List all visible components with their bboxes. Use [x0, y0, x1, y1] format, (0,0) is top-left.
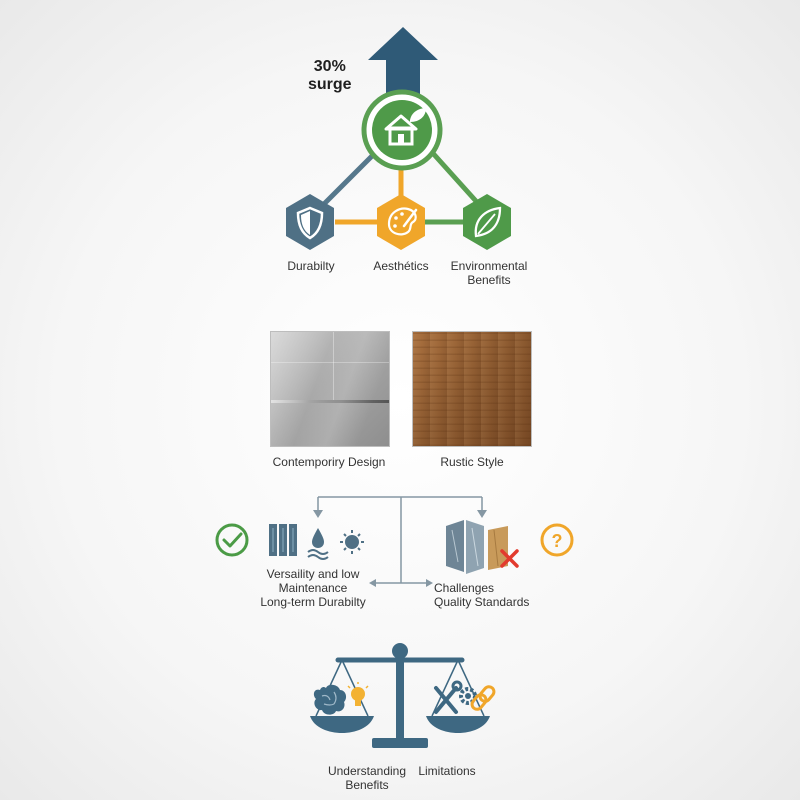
- surge-callout: 30% surge: [308, 58, 352, 94]
- palette-icon: [377, 194, 425, 250]
- rustic-style-swatch: [412, 331, 532, 447]
- chain-link-icon: [470, 685, 496, 711]
- contemporary-design-swatch: [270, 331, 390, 447]
- environmental-benefits-label: Environmental Benefits: [450, 259, 528, 287]
- shield-icon: [286, 194, 334, 250]
- svg-text:?: ?: [552, 531, 563, 551]
- panels-icon: [269, 524, 297, 556]
- limitations-label: Limitations: [418, 764, 476, 778]
- home-leaf-icon: [361, 89, 443, 171]
- comparison-connectors: [317, 496, 483, 584]
- arrow-down-left: [313, 510, 323, 518]
- understanding-benefits-label: Understanding Benefits: [327, 764, 407, 792]
- gear-icon: [459, 687, 477, 705]
- durability-label: Durabilty: [287, 259, 335, 273]
- sun-icon: [340, 530, 364, 554]
- contemporary-design-label: Contemporiry Design: [272, 455, 386, 469]
- challenges-label: Challenges Quality Standards: [434, 581, 530, 609]
- arrow-right: [426, 579, 433, 587]
- lightbulb-icon: [347, 682, 369, 706]
- damaged-panels-icon: [446, 520, 519, 574]
- surge-word: surge: [308, 76, 352, 93]
- arrow-left: [369, 579, 376, 587]
- water-drop-icon: [307, 528, 329, 560]
- tools-icon: [434, 680, 463, 714]
- advantages-label: Versaility and low Maintenance Long-term…: [260, 567, 366, 609]
- connector-center-durability: [316, 148, 380, 212]
- balance-scale-icon: [310, 643, 490, 748]
- connector-center-environment: [428, 148, 486, 212]
- arrow-down-right: [477, 510, 487, 518]
- check-circle-icon: [215, 523, 249, 557]
- question-circle-icon: ?: [540, 523, 574, 557]
- leaf-icon: [463, 194, 511, 250]
- growth-arrow-icon: [368, 27, 438, 100]
- aesthetics-label: Aesthétics: [373, 259, 429, 273]
- brain-icon: [313, 684, 347, 715]
- surge-percent: 30%: [313, 58, 346, 75]
- rustic-style-label: Rustic Style: [440, 455, 504, 469]
